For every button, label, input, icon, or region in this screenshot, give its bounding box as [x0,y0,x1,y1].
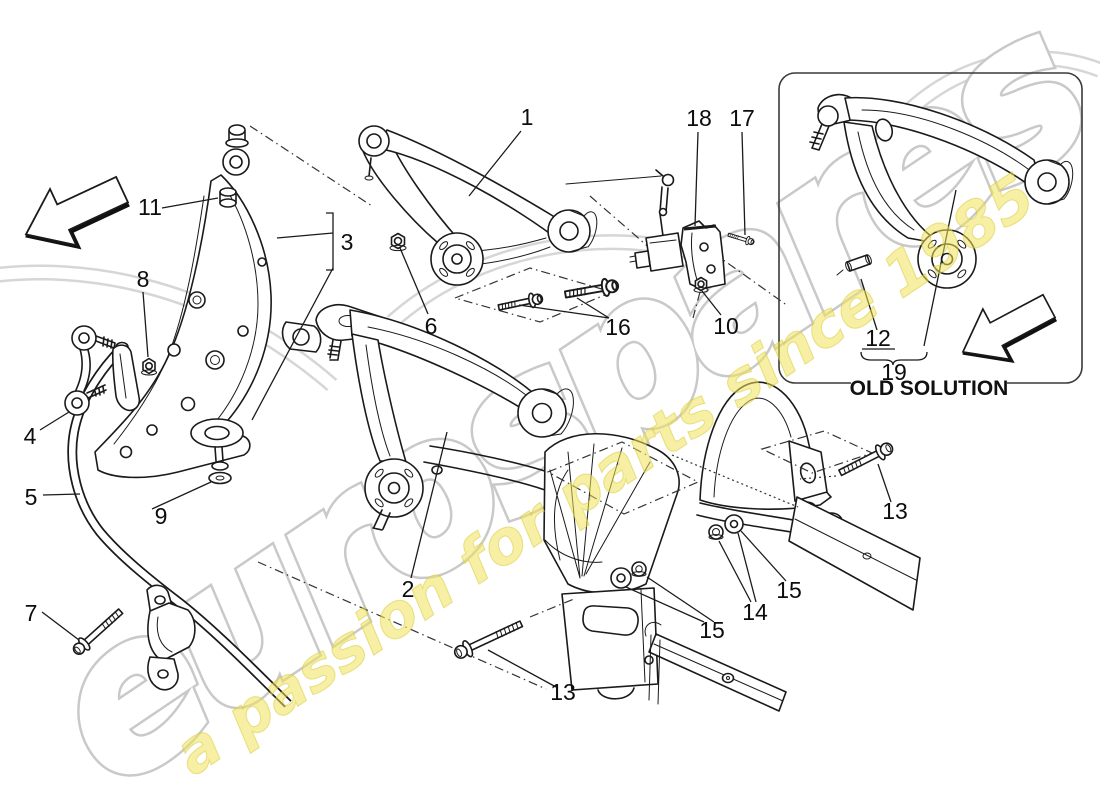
callout-15-upper: 15 [776,577,802,603]
callout-8: 8 [137,266,150,292]
callout-17: 17 [729,105,755,131]
pin-12 [836,254,872,276]
bolt-13-bottom [453,620,524,659]
bracket-19 [860,351,928,366]
callout-13-bottom: 13 [550,679,576,705]
callout-16: 16 [605,314,631,340]
old-solution-inset [778,72,1083,400]
bolt-7 [72,608,124,655]
callout-15-lower: 15 [699,617,725,643]
old-solution-direction-arrow-icon [950,281,1063,377]
direction-arrow-icon [13,162,135,263]
nut-8 [141,357,157,376]
link-bracket [111,344,141,412]
bushing-11 [219,187,237,208]
callout-2: 2 [402,576,415,602]
callout-6: 6 [425,313,438,339]
rear-bushing [547,209,598,253]
ball-joint-cup [190,418,244,485]
old-solution-title: OLD SOLUTION [850,377,1009,400]
callout-10: 10 [713,313,739,339]
sensor-body [645,232,684,272]
callout-12: 12 [865,325,891,351]
callout-9: 9 [155,503,168,529]
front-bushing [364,458,424,531]
callout-11: 11 [138,194,162,220]
rear-bushing [517,388,574,438]
nut-10 [693,276,709,293]
nut-washer-set-lower [610,561,647,589]
steering-knuckle [94,124,272,485]
front-bushing [430,232,484,286]
upper-control-arm [358,125,598,286]
inset-title-mask [851,374,1007,400]
callout-7: 7 [25,600,38,626]
callout-4: 4 [24,423,37,449]
subframe [423,381,921,712]
bracket-3 [326,212,334,271]
callout-3: 3 [341,229,354,255]
callout-5: 5 [25,484,38,510]
callout-13-right: 13 [882,498,908,524]
callout-14: 14 [742,599,768,625]
callout-19: 19 [881,359,907,385]
nut-washer-set-upper [708,514,744,540]
washer-9 [208,471,232,485]
top-mount-cap [225,124,249,148]
callout-18: 18 [686,105,712,131]
ride-height-sensor-assembly [565,169,756,293]
callout-1: 1 [521,104,534,130]
leader-lines [39,130,957,688]
stabilizer-bar-clamp [146,584,196,691]
stabilizer-link [64,325,116,416]
old-lower-control-arm [809,93,1074,289]
lower-control-arm [281,304,574,531]
sensor-bracket-18 [680,220,726,290]
callout-labels: 1 18 17 11 3 8 6 16 10 12 19 4 5 9 13 15… [24,104,908,705]
nut-6 [389,232,407,252]
bolt-13-right [838,442,894,477]
